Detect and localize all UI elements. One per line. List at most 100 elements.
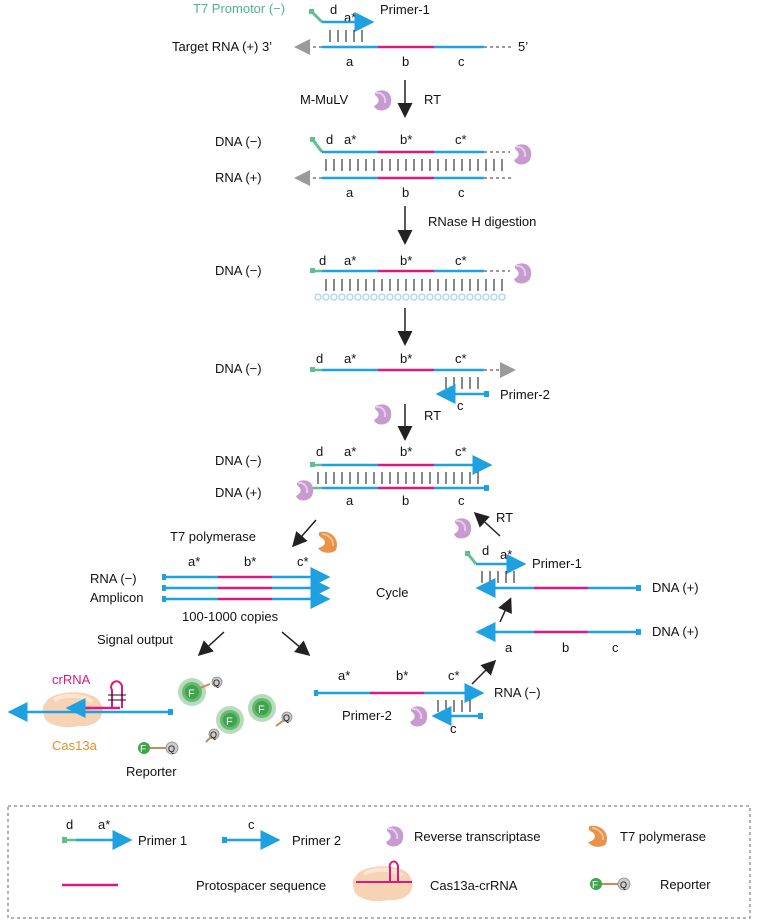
b-star-label: b*	[400, 444, 412, 459]
step-2: RNase H digestion	[397, 206, 536, 245]
primer-2-label: Primer-2	[500, 387, 550, 402]
primer-1-label: Primer 1	[138, 833, 187, 848]
protospacer-label: Protospacer sequence	[196, 878, 326, 893]
q-label: Q	[620, 880, 627, 890]
c-star-label: c*	[455, 253, 467, 268]
c-label: c	[458, 185, 465, 200]
a-label: a	[346, 185, 354, 200]
signal-output-label: Signal output	[97, 632, 173, 647]
q-label: Q	[283, 713, 290, 723]
stage-2: DNA (−) RNA (+) d a* b* c*	[215, 132, 533, 200]
f-label: F	[258, 704, 265, 716]
rt-label: RT	[496, 510, 513, 525]
dna-minus-label: DNA (−)	[215, 263, 262, 278]
c-label: c	[458, 54, 465, 69]
stage-4: DNA (−) d a* b* c* c Primer-2	[215, 351, 550, 413]
a-star-label: a*	[344, 253, 356, 268]
dna-minus-label: DNA (−)	[215, 361, 262, 376]
cleaved-reporters: F Q F F Q Q	[178, 676, 293, 743]
q-label: Q	[213, 678, 220, 688]
b-star-label: b*	[396, 668, 408, 683]
rnase-h-label: RNase H digestion	[428, 214, 536, 229]
a-label: a	[346, 54, 354, 69]
cycle-right: RT d a* Primer-1 DNA (+) DNA (+) a b c	[453, 510, 699, 685]
c-star-label: c*	[455, 351, 467, 366]
q-label: Q	[210, 730, 217, 740]
rna-plus-label: RNA (+)	[215, 170, 262, 185]
reverse-transcriptase-legend-icon	[385, 825, 405, 848]
t7-polymerase-legend-icon	[587, 824, 609, 848]
amplicon-strands	[162, 567, 331, 609]
step-1: M-MuLV RT	[300, 80, 441, 118]
a-label: a	[346, 493, 354, 508]
b-label: b	[402, 185, 409, 200]
amplicon-label: Amplicon	[90, 590, 143, 605]
f-label: F	[188, 688, 195, 700]
five-prime-label: 5’	[518, 39, 528, 54]
c-label: c	[450, 721, 457, 736]
a-star-label: a*	[98, 817, 110, 832]
cas13a-crrna-legend-icon	[350, 860, 415, 904]
reporter-icon: F Q	[138, 741, 179, 755]
a-label: a	[505, 640, 513, 655]
d-label: d	[330, 2, 337, 17]
t7-polymerase-label: T7 polymerase	[620, 829, 706, 844]
b-star-label: b*	[400, 351, 412, 366]
f-label: F	[592, 880, 598, 891]
b-label: b	[562, 640, 569, 655]
a-star-label: a*	[188, 554, 200, 569]
crrna-label: crRNA	[52, 672, 91, 687]
rt-label: RT	[424, 92, 441, 107]
t7-amplification: T7 polymerase a* b* c* RNA (−) Amplicon …	[90, 519, 409, 657]
b-label: b	[402, 493, 409, 508]
primer-1-label: Primer-1	[380, 2, 430, 17]
t7-polymerase-label: T7 polymerase	[170, 529, 256, 544]
legend: d a* Primer 1 c Primer 2 Reverse transcr…	[7, 805, 751, 919]
b-star-label: b*	[244, 554, 256, 569]
cas13a-crrna-label: Cas13a-crRNA	[430, 878, 518, 893]
a-star-label: a*	[344, 132, 356, 147]
dna-plus-label: DNA (+)	[652, 624, 699, 639]
cycle-bottom: a* b* c* RNA (−) Primer-2 c	[314, 668, 541, 736]
a-star-label: a*	[344, 444, 356, 459]
d-label: d	[316, 351, 323, 366]
d-label: d	[482, 543, 489, 558]
reporter-label: Reporter	[126, 764, 177, 779]
a-star-label: a*	[338, 668, 350, 683]
c-star-label: c*	[455, 444, 467, 459]
d-label: d	[66, 817, 73, 832]
rna-minus-label: RNA (−)	[90, 571, 137, 586]
c-star-label: c*	[448, 668, 460, 683]
step-4: RT	[373, 403, 441, 441]
digested-rna-beads	[314, 293, 506, 301]
t7-promotor-label: T7 Promotor (−)	[193, 1, 285, 16]
dna-minus-label: DNA (−)	[215, 134, 262, 149]
mmulv-label: M-MuLV	[300, 92, 348, 107]
c-star-label: c*	[455, 132, 467, 147]
stage-1: T7 Promotor (−) d a* Primer-1 Target RNA…	[172, 1, 528, 69]
primer-1-label: Primer-1	[532, 556, 582, 571]
cycle-label: Cycle	[376, 585, 409, 600]
b-star-label: b*	[400, 132, 412, 147]
d-label: d	[319, 253, 326, 268]
primer-2-label: Primer-2	[342, 708, 392, 723]
dna-plus-label: DNA (+)	[215, 485, 262, 500]
d-label: d	[316, 444, 323, 459]
a-star-label: a*	[344, 351, 356, 366]
dna-minus-label: DNA (−)	[215, 453, 262, 468]
q-label: Q	[168, 744, 175, 754]
c-label: c	[458, 493, 465, 508]
b-star-label: b*	[400, 253, 412, 268]
c-label: c	[457, 398, 464, 413]
primer-2-label: Primer 2	[292, 833, 341, 848]
stage-3: DNA (−) d a* b* c*	[215, 253, 533, 301]
reverse-transcriptase-label: Reverse transcriptase	[414, 829, 540, 844]
f-label: F	[226, 716, 233, 728]
f-label: F	[140, 744, 146, 755]
cas13a-label: Cas13a	[52, 738, 98, 753]
rt-label: RT	[424, 408, 441, 423]
c-star-label: c*	[297, 554, 309, 569]
copies-label: 100-1000 copies	[182, 609, 279, 624]
d-label: d	[326, 132, 333, 147]
